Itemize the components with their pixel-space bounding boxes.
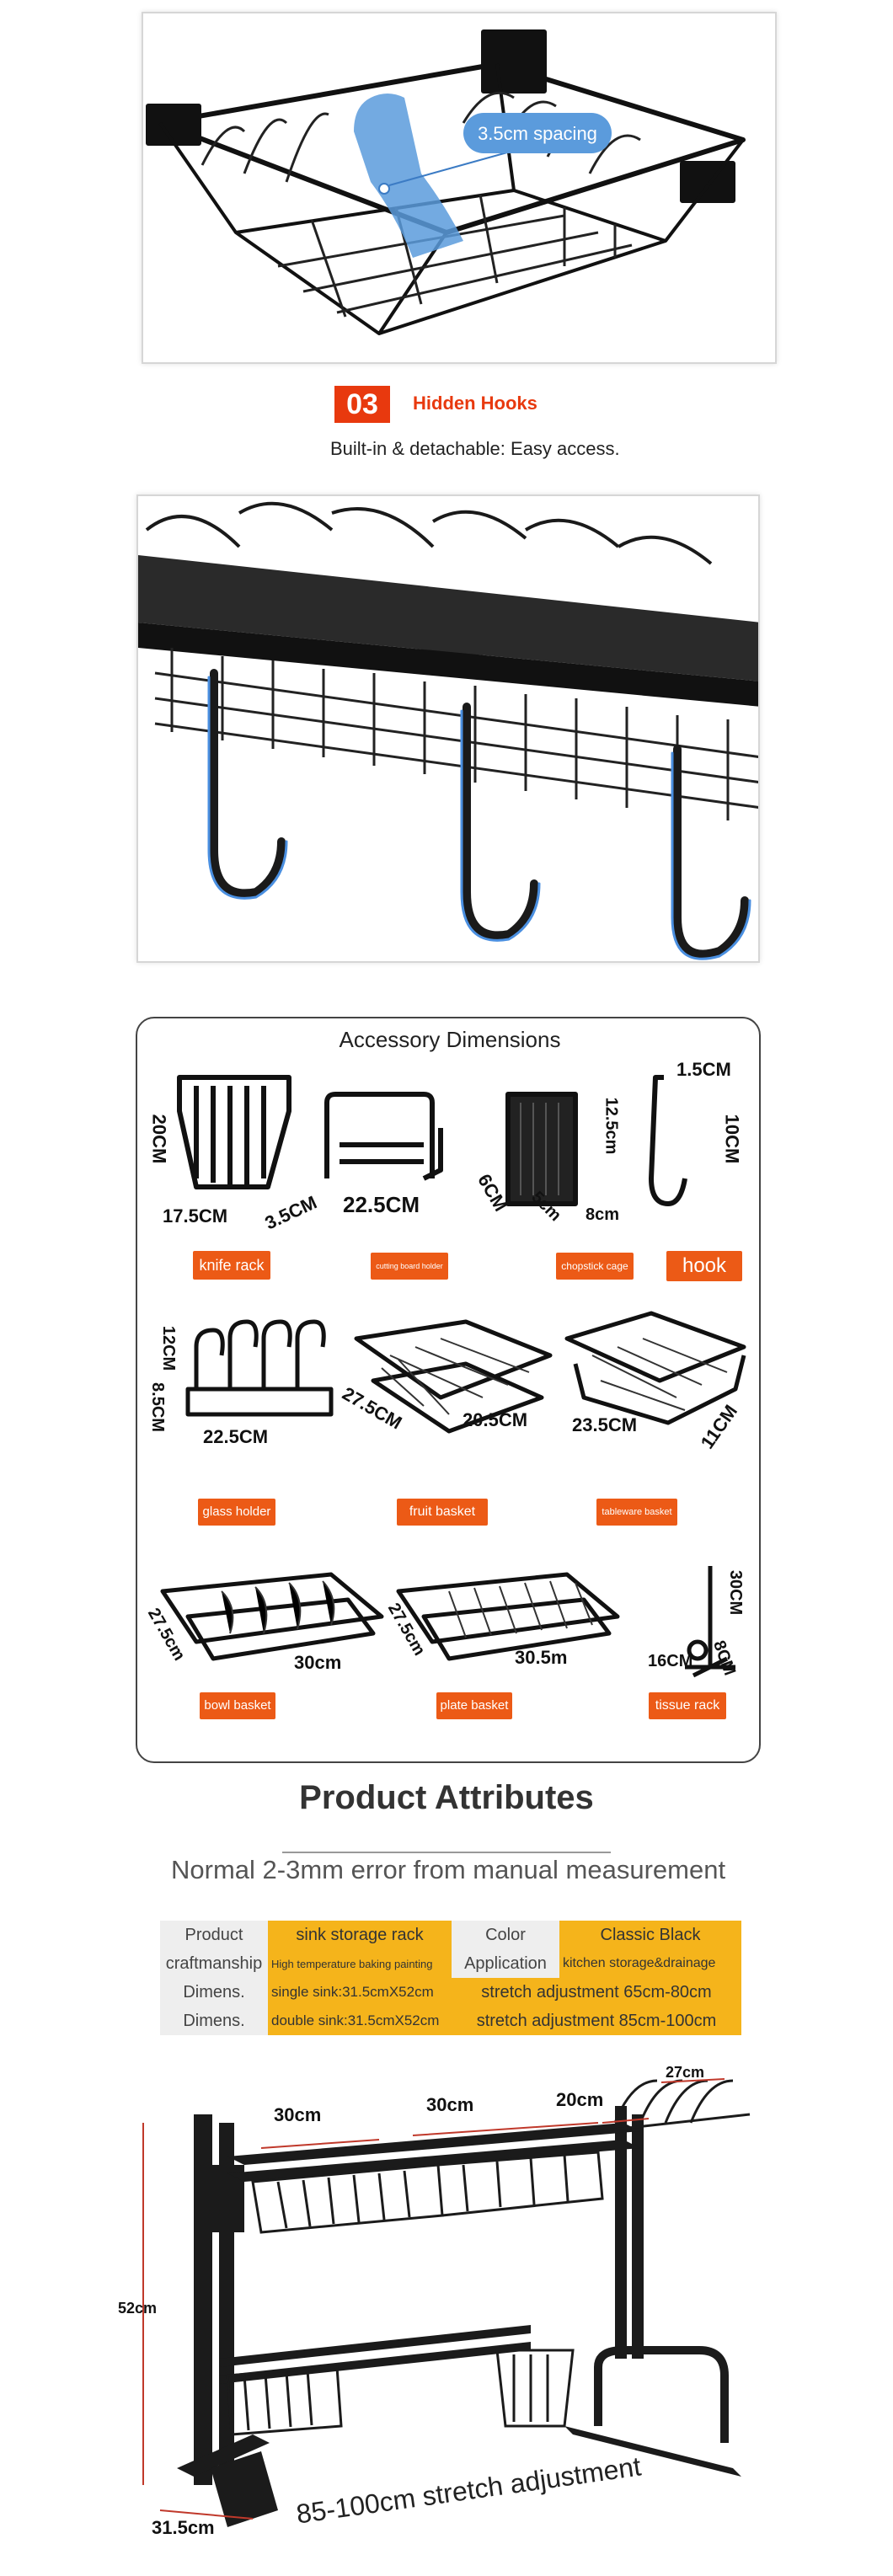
- dim-tableware-width: 23.5CM: [572, 1414, 638, 1435]
- dim-chopstick-width: 8cm: [586, 1205, 620, 1224]
- dim-tissue-width: 16CM: [648, 1652, 693, 1670]
- dim-knife-height: 20CM: [148, 1114, 170, 1164]
- dim-bowl-width: 30cm: [294, 1652, 342, 1673]
- dim-top-left: 30cm: [274, 2104, 322, 2125]
- attributes-table: Product sink storage rack Color Classic …: [160, 1921, 741, 2035]
- dim-hook-height: 10CM: [721, 1114, 743, 1164]
- dim-tissue-height: 30CM: [726, 1569, 746, 1616]
- table-row: Dimens. double sink:31.5cmX52cm stretch …: [160, 2007, 741, 2035]
- accessory-row1-illustration: [177, 1075, 687, 1206]
- attr-value: High temperature baking painting: [268, 1949, 452, 1978]
- tag-hook: hook: [666, 1251, 742, 1281]
- attr-value: stretch adjustment 85cm-100cm: [452, 2007, 741, 2035]
- dim-top-right: 20cm: [556, 2089, 604, 2110]
- basket-illustration: 3.5cm spacing: [146, 29, 746, 335]
- tag-fruit-basket: fruit basket: [397, 1499, 488, 1526]
- tag-glass-holder: glass holder: [198, 1499, 275, 1526]
- accessory-title: Accessory Dimensions: [339, 1027, 561, 1052]
- table-row: Product sink storage rack Color Classic …: [160, 1921, 741, 1949]
- accessory-dimensions-panel: Accessory Dimensions 20CM 17.5CM 3.5CM 2…: [136, 1017, 761, 1763]
- dim-glass-height: 12CM: [159, 1325, 179, 1371]
- attr-value: kitchen storage&drainage: [559, 1949, 741, 1978]
- dim-knife-width: 17.5CM: [163, 1205, 228, 1227]
- dim-glass-width: 22.5CM: [203, 1426, 269, 1447]
- dim-board-width: 22.5CM: [343, 1192, 420, 1217]
- feature-number-badge: 03: [334, 386, 390, 423]
- tag-tissue-rack: tissue rack: [649, 1692, 726, 1719]
- dim-chopstick-height: 12.5cm: [602, 1097, 621, 1155]
- dim-top-rack: 27cm: [666, 2064, 705, 2081]
- measurement-note: Normal 2-3mm error from manual measureme…: [171, 1855, 726, 1884]
- dim-hook-width: 1.5CM: [676, 1059, 731, 1080]
- dim-height: 52cm: [118, 2300, 158, 2317]
- tag-chopstick-cage: chopstick cage: [556, 1253, 634, 1280]
- dim-depth: 31.5cm: [152, 2517, 215, 2538]
- attr-label: Dimens.: [160, 1978, 268, 2007]
- attr-value: stretch adjustment 65cm-80cm: [452, 1978, 741, 2007]
- accessory-row3-illustration: [160, 1566, 735, 1678]
- attr-value: Classic Black: [559, 1921, 741, 1949]
- hooks-illustration: [138, 501, 758, 960]
- dim-plate-width: 30.5m: [515, 1647, 568, 1668]
- attr-label: Dimens.: [160, 2007, 268, 2035]
- basket-spacing-photo: 3.5cm spacing: [142, 12, 777, 364]
- dim-fruit-width: 20.5CM: [463, 1409, 528, 1430]
- hidden-hooks-photo: [136, 494, 760, 963]
- feature-title: Hidden Hooks: [413, 393, 537, 414]
- attr-label: Product: [160, 1921, 268, 1949]
- attributes-title: Product Attributes: [299, 1779, 594, 1816]
- rack-illustration: [142, 2078, 751, 2527]
- dim-top-mid: 30cm: [426, 2094, 474, 2115]
- attributes-divider: [282, 1852, 611, 1853]
- table-row: craftmanship High temperature baking pai…: [160, 1949, 741, 1978]
- attr-value: double sink:31.5cmX52cm: [268, 2007, 452, 2035]
- tag-tableware-basket: tableware basket: [596, 1499, 677, 1526]
- attr-label: Application: [452, 1949, 559, 1978]
- attr-value: sink storage rack: [268, 1921, 452, 1949]
- spacing-callout: 3.5cm spacing: [478, 123, 597, 144]
- attr-label: craftmanship: [160, 1949, 268, 1978]
- accessory-row2-illustration: [185, 1311, 746, 1434]
- dim-glass-depth: 8.5CM: [147, 1382, 167, 1432]
- table-row: Dimens. single sink:31.5cmX52cm stretch …: [160, 1978, 741, 2007]
- feature-subtitle: Built-in & detachable: Easy access.: [330, 438, 620, 459]
- tag-cutting-board: cutting board holder: [371, 1253, 448, 1280]
- attr-label: Color: [452, 1921, 559, 1949]
- tag-knife-rack: knife rack: [193, 1251, 270, 1280]
- attr-value: single sink:31.5cmX52cm: [268, 1978, 452, 2007]
- tag-bowl-basket: bowl basket: [200, 1692, 275, 1719]
- full-rack-diagram: 30cm 30cm 20cm 27cm 52cm 31.5cm 85-100cm…: [118, 2064, 767, 2544]
- tag-plate-basket: plate basket: [436, 1692, 512, 1719]
